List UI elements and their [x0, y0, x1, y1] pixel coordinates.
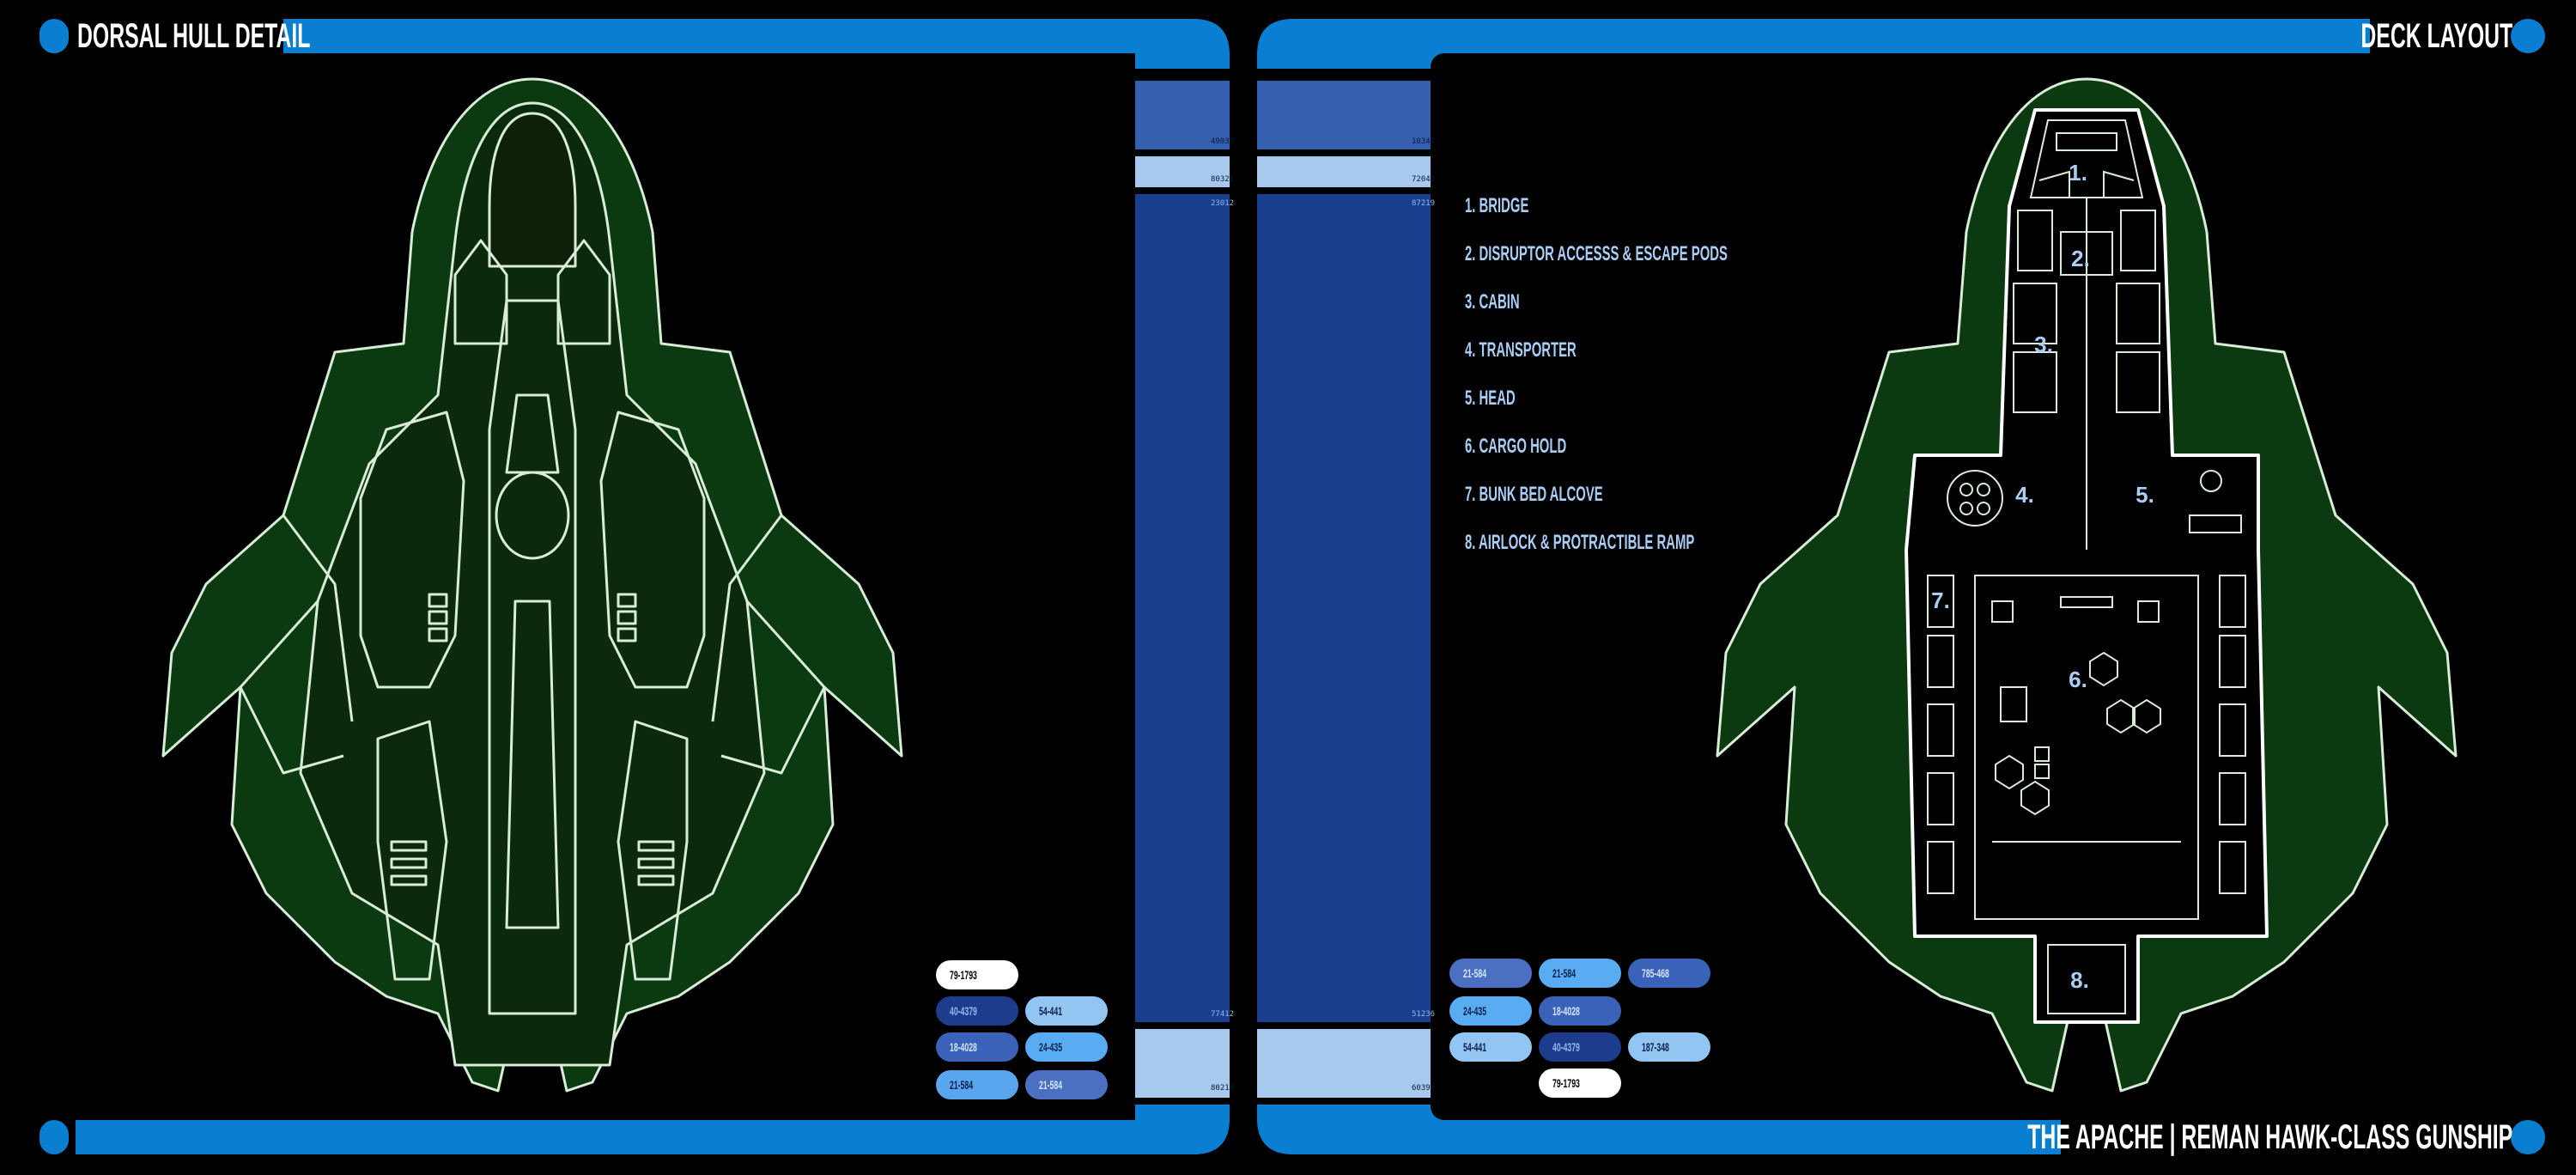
right-pill-8[interactable]: 187-348: [1628, 1032, 1710, 1062]
left-top-cap: [39, 19, 69, 53]
code-right-4: 51236: [1412, 1010, 1436, 1019]
code-left-1: 49037: [1211, 137, 1235, 146]
center-left-block-1: [1135, 81, 1230, 149]
legend-item-cargo-hold: 6. CARGO HOLD: [1465, 435, 1567, 458]
left-top-bar: [283, 19, 1194, 53]
deck-marker-6: 6.: [2069, 667, 2087, 692]
left-panel-title: DORSAL HULL DETAIL: [77, 17, 311, 55]
legend-item-bridge: 1. BRIDGE: [1465, 194, 1529, 217]
right-pill-7[interactable]: 40-4379: [1539, 1032, 1621, 1062]
right-pill-4[interactable]: 24-435: [1449, 996, 1532, 1026]
left-bottom-elbow: [1135, 1105, 1230, 1154]
pill-label: 54-441: [1463, 1040, 1487, 1054]
legend-item-bunk: 7. BUNK BED ALCOVE: [1465, 483, 1603, 506]
legend-item-disruptor: 2. DISRUPTOR ACCESSS & ESCAPE PODS: [1465, 242, 1728, 265]
code-left-3: 23012: [1211, 199, 1235, 208]
code-left-5: 80214: [1211, 1084, 1235, 1093]
pill-label: 79-1793: [950, 968, 977, 982]
dorsal-hull-diagram: [161, 77, 903, 1093]
left-pill-4[interactable]: 18-4028: [936, 1032, 1018, 1062]
hull-inner-body: [299, 101, 766, 1067]
left-pill-7[interactable]: 21-584: [1025, 1070, 1108, 1099]
right-top-elbow: [1257, 19, 2370, 69]
left-pill-6[interactable]: 21-584: [936, 1070, 1018, 1099]
pill-label: 21-584: [1552, 966, 1577, 980]
pill-label: 18-4028: [950, 1040, 977, 1054]
right-pill-1[interactable]: 21-584: [1449, 959, 1532, 988]
pill-label: 40-4379: [950, 1004, 977, 1018]
legend-item-airlock: 8. AIRLOCK & PROTRACTIBLE RAMP: [1465, 531, 1695, 554]
right-pill-5[interactable]: 18-4028: [1539, 996, 1621, 1026]
pill-label: 24-435: [1463, 1004, 1487, 1018]
pill-label: 21-584: [1039, 1078, 1063, 1092]
center-right-block-1: [1257, 81, 1431, 149]
center-right-block-2: [1257, 156, 1431, 187]
left-pill-2[interactable]: 40-4379: [936, 996, 1018, 1026]
left-pill-5[interactable]: 24-435: [1025, 1032, 1108, 1062]
legend-item-head: 5. HEAD: [1465, 387, 1516, 410]
deck-marker-5: 5.: [2136, 482, 2154, 508]
pill-label: 40-4379: [1552, 1040, 1580, 1054]
deck-interior: [1905, 108, 2269, 1024]
center-right-block-3: [1257, 194, 1431, 1022]
right-pill-9[interactable]: 79-1793: [1539, 1068, 1621, 1098]
legend-item-cabin: 3. CABIN: [1465, 290, 1520, 314]
code-right-5: 60398: [1412, 1084, 1436, 1093]
code-right-1: 10347: [1412, 137, 1436, 146]
left-pill-1[interactable]: 79-1793: [936, 960, 1018, 989]
pill-label: 21-584: [1463, 966, 1487, 980]
pill-label: 54-441: [1039, 1004, 1063, 1018]
center-left-block-3: [1135, 194, 1230, 1022]
code-left-2: 80321: [1211, 175, 1235, 184]
center-left-block-2: [1135, 156, 1230, 187]
pill-label: 18-4028: [1552, 1004, 1580, 1018]
center-left-block-4: [1135, 1029, 1230, 1098]
deck-marker-2: 2.: [2071, 246, 2090, 271]
left-top-elbow: [1135, 19, 1230, 69]
right-bottom-elbow: [1257, 1105, 2061, 1154]
right-pill-6[interactable]: 54-441: [1449, 1032, 1532, 1062]
deck-layout-diagram: 1. 2. 3. 4. 5. 6. 7. 8.: [1716, 77, 2458, 1093]
pill-label: 21-584: [950, 1078, 974, 1092]
code-right-3: 87219: [1412, 199, 1436, 208]
left-pill-3[interactable]: 54-441: [1025, 996, 1108, 1026]
footer-title: THE APACHE | REMAN HAWK-CLASS GUNSHIP: [2027, 1118, 2512, 1156]
pill-label: 24-435: [1039, 1040, 1063, 1054]
right-bottom-cap: [2511, 1120, 2545, 1154]
deck-marker-4: 4.: [2015, 482, 2034, 508]
code-left-4: 77412: [1211, 1010, 1235, 1019]
right-pill-3[interactable]: 785-468: [1628, 959, 1710, 988]
center-right-block-4: [1257, 1029, 1431, 1098]
left-bottom-bar: [76, 1120, 1157, 1154]
deck-marker-1: 1.: [2069, 160, 2087, 186]
left-bottom-cap: [39, 1120, 69, 1154]
right-panel-title: DECK LAYOUT: [2360, 17, 2512, 55]
pill-label: 79-1793: [1552, 1076, 1580, 1090]
deck-marker-8: 8.: [2070, 967, 2089, 993]
deck-marker-3: 3.: [2034, 332, 2053, 357]
legend-item-transporter: 4. TRANSPORTER: [1465, 338, 1577, 362]
code-right-2: 72045: [1412, 175, 1436, 184]
deck-marker-7: 7.: [1931, 588, 1950, 613]
right-pill-2[interactable]: 21-584: [1539, 959, 1621, 988]
right-top-cap: [2511, 19, 2545, 53]
pill-label: 187-348: [1642, 1040, 1669, 1054]
pill-label: 785-468: [1642, 966, 1669, 980]
